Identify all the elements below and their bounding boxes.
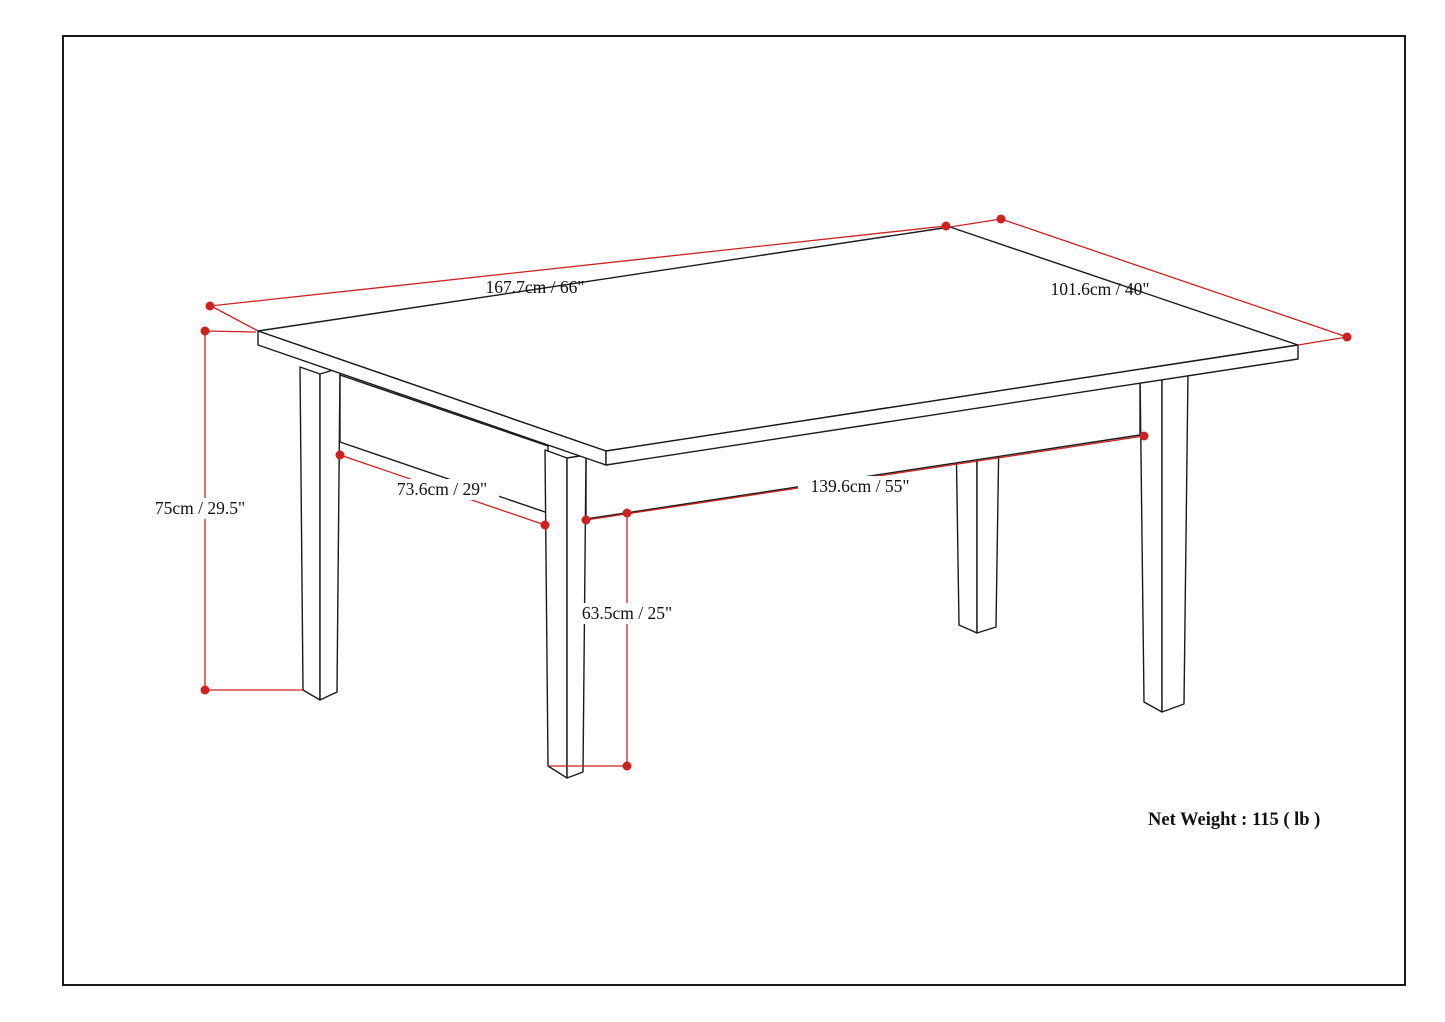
dot-depth-top	[996, 214, 1006, 224]
dot-length-right	[941, 221, 951, 231]
tabletop-front-edge-face	[605, 344, 1299, 466]
net-weight-label: Net Weight : 115 ( lb )	[1148, 810, 1320, 830]
right-leg-left-face	[1139, 371, 1163, 713]
leg-spacing-depth-label: 73.6cm / 29"	[397, 479, 487, 499]
dot-leg-depth-right	[540, 520, 550, 530]
dot-leg-length-right	[1139, 431, 1149, 441]
dot-height-bottom	[200, 685, 210, 695]
page-border	[62, 35, 1406, 986]
left-leg-right-face	[319, 367, 341, 701]
front-leg-left-face	[544, 449, 568, 779]
apron-clearance-label: 63.5cm / 25"	[582, 603, 672, 623]
depth-dimension-label: 101.6cm / 40"	[1050, 279, 1149, 299]
height-dimension-label: 75cm / 29.5"	[155, 498, 245, 518]
table-back-leg	[955, 429, 1000, 634]
table-left-leg	[299, 366, 341, 701]
right-leg-right-face	[1161, 371, 1189, 713]
height-extension-line-top	[204, 330, 257, 333]
depth-extension-line-top	[949, 218, 1002, 228]
leg-spacing-length-label: 139.6cm / 55"	[810, 476, 909, 496]
dimension-endpoint-dots	[200, 214, 1352, 771]
length-dimension-line	[209, 225, 947, 307]
left-leg-left-face	[299, 366, 321, 701]
dot-leg-length-left	[581, 515, 591, 525]
leg-length-label-backdrop	[798, 476, 922, 497]
height-label-backdrop	[143, 498, 257, 519]
dot-depth-bottom	[1342, 332, 1352, 342]
dot-height-top	[200, 326, 210, 336]
label-backdrops	[143, 476, 922, 624]
table-top	[257, 226, 1299, 466]
length-extension-line	[212, 306, 259, 332]
depth-extension-line-bottom	[1297, 336, 1348, 346]
length-dimension-label: 167.7cm / 66"	[485, 277, 584, 297]
dimension-labels: 167.7cm / 66" 101.6cm / 40" 75cm / 29.5"…	[155, 277, 1150, 623]
depth-dimension-line	[1000, 218, 1348, 338]
clearance-label-backdrop	[568, 603, 686, 624]
dot-clearance-bottom	[622, 761, 632, 771]
table-drawing	[257, 226, 1299, 779]
dot-clearance-top	[622, 508, 632, 518]
leg-depth-label-backdrop	[385, 479, 499, 500]
table-right-leg	[1139, 371, 1189, 713]
dot-leg-depth-left	[335, 450, 345, 460]
dot-length-left	[205, 301, 215, 311]
